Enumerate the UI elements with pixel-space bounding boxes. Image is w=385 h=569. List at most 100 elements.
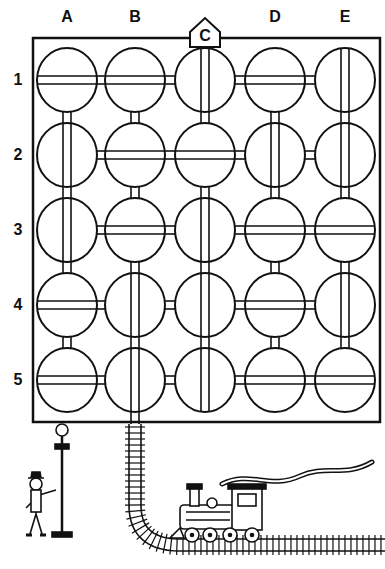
turntable-rail [105,158,165,160]
turntable-rail [70,123,72,186]
turntable-rim [315,198,375,262]
rail [141,424,385,539]
rail-tie [380,535,381,555]
turntable-rim [105,273,165,337]
turntable [245,198,305,262]
turntable-rail [245,375,305,377]
turntable-rail [105,150,165,152]
column-label: D [269,9,281,25]
turntable [37,273,97,337]
turntable-rim [315,273,375,337]
rail-tie [200,535,201,555]
turntable-rail [208,273,210,336]
turntable-rail [105,75,165,77]
turntable-rail [340,273,342,336]
rail-tie [125,450,145,451]
turntable [37,48,97,112]
puzzle-frame [33,38,380,422]
rail-tie [125,486,145,487]
turntable-rim [245,123,305,187]
rail-tie [356,535,357,555]
turntable-rim [175,123,235,187]
turntable-rail [37,383,97,385]
row-label: 4 [14,297,23,313]
rail-tie [338,535,339,555]
rail-tie [266,535,267,555]
turntable [175,123,235,187]
rail-tie [218,535,219,555]
turntable-rail [348,123,350,186]
rail-tie [272,535,273,555]
column-label: C [199,28,211,44]
turntable-rim [37,48,97,112]
turntable-rail [37,308,97,310]
turntable [105,348,165,412]
turntable-rail [315,375,375,377]
turntable-rail [208,198,210,261]
turntable-rail [37,300,97,302]
turntable-rim [175,198,235,262]
rail-tie [302,535,303,555]
turntable-rail [105,225,165,227]
turntable-rail [175,150,235,152]
turntable-rail [340,123,342,186]
turntable [37,348,97,412]
rail-tie [125,498,145,499]
turntable-rim [105,123,165,187]
rail-tie [125,426,145,427]
turntable [175,48,235,112]
turntable [315,198,375,262]
turntable-rim [245,348,305,412]
turntable-rail [105,233,165,235]
turntable-rim [37,273,97,337]
turntable [105,123,165,187]
row-label: 5 [14,372,23,388]
turntable [37,198,97,262]
turntable-rim [315,348,375,412]
turntable-rail [278,123,280,186]
rail-tie [137,526,152,540]
row-label: 2 [14,147,23,163]
turntable-rail [105,83,165,85]
turntable-rim [245,198,305,262]
rail-tie [326,535,327,555]
turntable-rail [245,75,305,77]
turntable-rim [245,48,305,112]
turntable-rail [208,48,210,111]
row-label: 1 [14,72,23,88]
exit-arrow [190,18,220,47]
row-label: 3 [14,222,23,238]
rail-tie [290,535,291,555]
turntable-rail [70,198,72,261]
turntable-rail [200,348,202,411]
rail-tie [125,510,145,512]
column-label: A [61,9,73,25]
rail-tie [125,480,145,481]
turntable-rail [245,383,305,385]
rail-tie [332,535,333,555]
track-guide [135,424,385,545]
rail-tie [368,535,369,555]
turntable [105,273,165,337]
rail-tie [320,535,321,555]
turntable-rim [105,48,165,112]
turntable-rim [245,273,305,337]
turntable-rail [245,300,305,302]
turntable-rail [245,83,305,85]
turntable-rail [138,273,140,336]
turntable-rim [105,198,165,262]
turntable-rail [138,348,140,411]
turntable-rim [37,123,97,187]
rail-tie [242,535,243,555]
turntable-rail [130,348,132,411]
turntable-rail [348,48,350,111]
rail-tie [125,504,145,505]
turntable-rim [37,348,97,412]
rail-tie [350,535,351,555]
turntable [175,348,235,412]
turntable-rail [245,308,305,310]
turntable-rail [200,273,202,336]
rail-tie [284,535,285,555]
turntable [37,123,97,187]
